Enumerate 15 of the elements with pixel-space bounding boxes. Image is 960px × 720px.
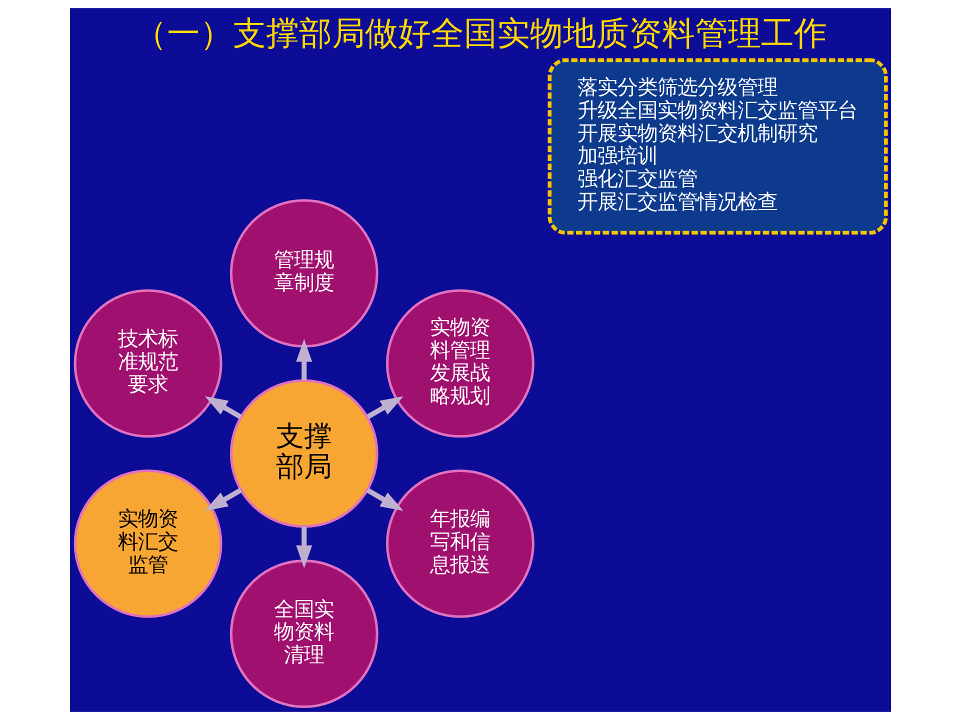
diagram-title: （一）支撑部局做好全国实物地质资料管理工作 [134,14,827,53]
arrow [204,396,242,420]
node-circle: 管理规章制度 [229,199,378,348]
arrow [204,488,242,511]
arrow [366,396,403,420]
node-circle: 全国实物资料清理 [229,560,378,708]
node-circle: 实物资料管理发展战略规划 [385,289,534,438]
arrow [366,488,403,511]
arrow [296,338,312,380]
node-circle: 技术标准规范要求 [73,289,222,438]
node-box: 落实分类筛选分级管理 升级全国实物资料汇交监管平台 开展实物资料汇交机制研究 加强培训 强化汇交监管 开展汇交监管情况检查 [547,58,888,235]
node-circle: 实物资料汇交监管 [73,469,222,618]
arrow [296,526,312,568]
node-circle: 支撑部局 [229,379,378,528]
node-circle: 年报编写和信息报送 [385,469,534,618]
